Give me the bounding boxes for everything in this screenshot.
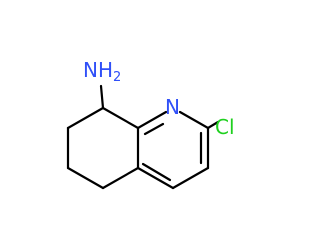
- bond-c3-c4: [171, 166, 210, 190]
- bond-c4-c4a-inner: [141, 162, 172, 182]
- bond-c5-c4a: [101, 166, 140, 190]
- bond-c8a-n1-inner: [143, 122, 165, 136]
- chlorine-label: Cl: [215, 115, 235, 139]
- bond-c6-c5: [66, 166, 105, 190]
- bond-c8a-c8: [101, 106, 140, 130]
- bond-c8-c7: [66, 106, 105, 130]
- bond-c4-c4a: [136, 166, 175, 190]
- molecule-structure-diagram: NH2 N Cl: [66, 58, 235, 190]
- bond-n1-c2: [178, 110, 210, 130]
- bond-c8a-n1: [136, 110, 168, 130]
- ring-nitrogen-label: N: [165, 95, 180, 119]
- bond-c8-nh2: [99, 84, 105, 110]
- amine-symbol: NH: [83, 58, 113, 82]
- bond-c2-cl: [206, 120, 220, 130]
- amine-subscript: 2: [113, 70, 121, 85]
- amine-label: NH2: [83, 58, 121, 85]
